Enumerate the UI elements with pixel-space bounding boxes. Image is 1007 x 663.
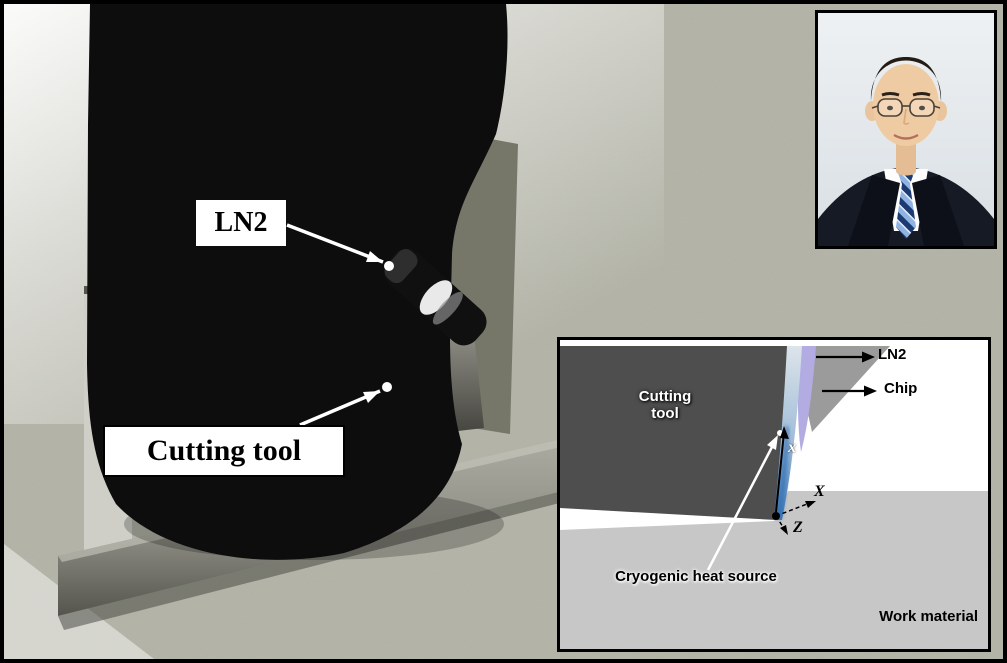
glasses-temples bbox=[871, 105, 941, 109]
workpiece-bar-shadow bbox=[58, 456, 704, 630]
cryo-arrow-line bbox=[706, 446, 774, 571]
cutting-tool-target-dot bbox=[382, 382, 392, 392]
schematic-inset: Cutting tool LN2 Chip Cryogenic heat sou… bbox=[557, 337, 991, 652]
ln2-target-dot bbox=[384, 261, 394, 271]
portrait-illustration bbox=[818, 13, 994, 246]
inset-cutting-tool-label: Cutting tool bbox=[610, 388, 720, 423]
axis-x-arrow-line bbox=[775, 431, 785, 513]
work-material-label: Work material bbox=[879, 608, 978, 625]
work-material-region bbox=[560, 491, 988, 649]
inset-heat-streak bbox=[776, 425, 789, 519]
inset-chip-label: Chip bbox=[884, 380, 918, 397]
neck bbox=[896, 139, 916, 176]
axis-X-arrowhead bbox=[805, 501, 816, 508]
axis-Z-arrowhead bbox=[780, 525, 788, 535]
axis-X-label: X bbox=[814, 483, 825, 500]
ln2-label: LN2 bbox=[196, 200, 286, 246]
cryogenic-heat-source-label: Cryogenic heat source bbox=[615, 568, 777, 585]
face bbox=[873, 64, 939, 146]
mouth bbox=[893, 133, 919, 140]
lapel-left bbox=[848, 175, 900, 246]
axis-X-line bbox=[775, 503, 808, 517]
axis-Z-line bbox=[775, 515, 784, 528]
inset-nozzle-wedge bbox=[793, 346, 890, 432]
tool-holder-body bbox=[87, 4, 508, 560]
nozzle-gray-band bbox=[432, 291, 463, 325]
lapel-right bbox=[912, 175, 964, 246]
inset-ln2-stream bbox=[797, 346, 816, 452]
glasses-right-lens bbox=[909, 98, 935, 117]
schematic-drawing bbox=[560, 346, 988, 649]
tie-knot bbox=[898, 173, 914, 184]
cutting-tool-arrowhead bbox=[363, 391, 380, 403]
inset-ln2-label: LN2 bbox=[878, 346, 907, 363]
eyebrow-left bbox=[881, 92, 900, 97]
ln2-arrowhead bbox=[366, 251, 383, 262]
cryo-arrowhead bbox=[767, 435, 778, 450]
glasses-left-lens bbox=[877, 98, 903, 117]
cutting-tool-label-text: Cutting tool bbox=[146, 434, 302, 467]
ln2-leader-arrowhead bbox=[862, 351, 875, 363]
inset-cutting-tool-region bbox=[560, 346, 793, 520]
chip-leader-arrowhead bbox=[864, 385, 877, 397]
ln2-arrow-line bbox=[286, 223, 384, 264]
cutting-tool-label: Cutting tool bbox=[103, 425, 345, 477]
tie bbox=[896, 184, 916, 239]
inset-cutting-tool-line1: Cutting bbox=[638, 388, 692, 405]
eye-right bbox=[919, 105, 925, 111]
ln2-nozzle bbox=[383, 248, 487, 346]
ln2-label-text: LN2 bbox=[214, 207, 268, 238]
axis-x-arrowhead bbox=[780, 426, 789, 439]
axis-Z-label: Z bbox=[793, 519, 803, 536]
portrait-photo bbox=[815, 10, 997, 249]
nose bbox=[903, 108, 910, 125]
nozzle-white-band bbox=[419, 280, 453, 315]
eyebrow-right bbox=[912, 92, 931, 97]
axis-x-label: x bbox=[788, 439, 796, 456]
eye-left bbox=[887, 105, 893, 111]
inset-cutting-tool-line2: tool bbox=[651, 405, 679, 423]
nozzle-tip bbox=[384, 249, 418, 284]
